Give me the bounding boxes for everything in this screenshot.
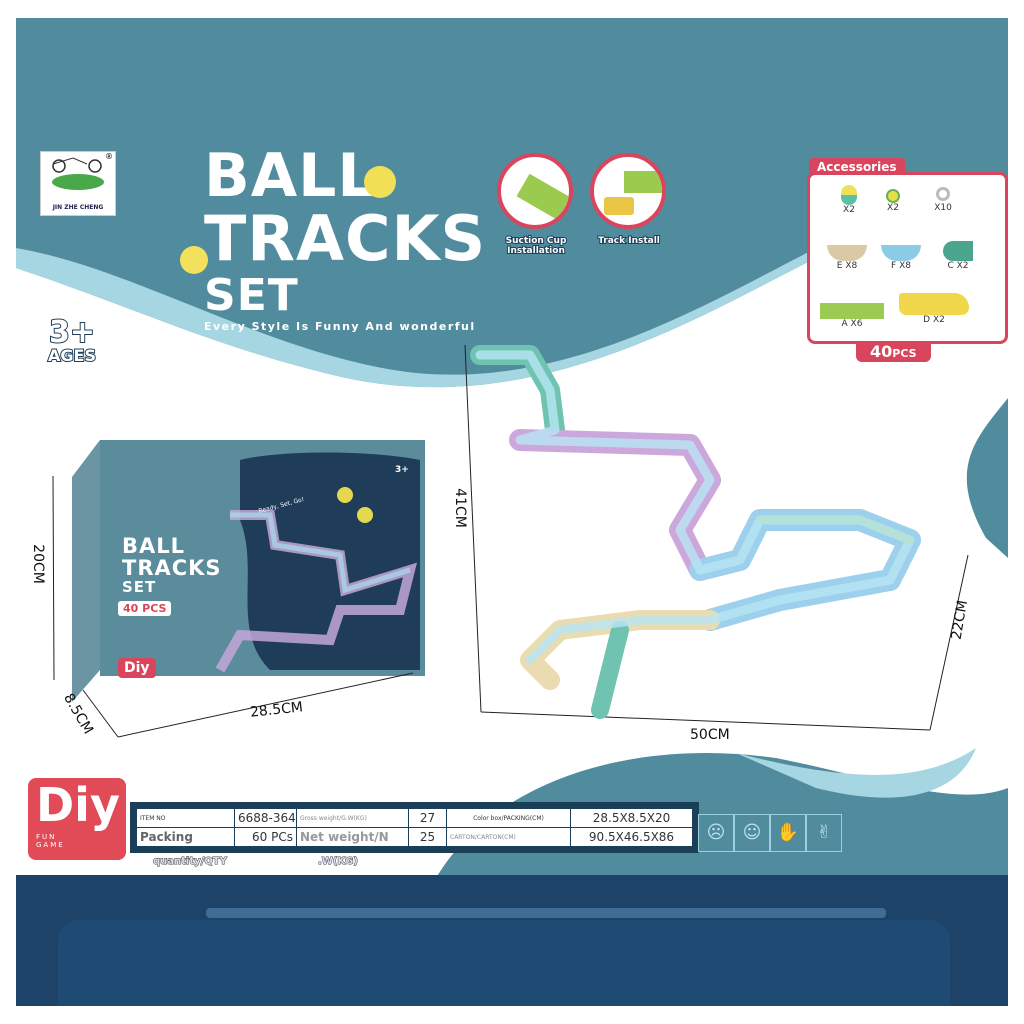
- no-bite-icon: ✋: [770, 814, 806, 852]
- brand-logo: ® JIN ZHE CHENG: [40, 151, 116, 216]
- accessories-total: 40PCS: [856, 341, 931, 362]
- box-title-set: SET: [122, 578, 157, 596]
- age-label: AGES: [47, 346, 97, 365]
- spec-row-2: Packing 60 PCs Net weight/N 25 CARTON/CA…: [136, 827, 693, 847]
- suction-cup-image: [497, 153, 573, 229]
- accessories-panel: X2 X2 X10 E X8 F X8 C X2 A X6 D X2: [807, 172, 1008, 344]
- title-tracks: TRACKS: [204, 202, 487, 275]
- registered-mark: ®: [105, 152, 113, 161]
- accessory-ball: X2: [878, 189, 908, 213]
- spec-overflow-qty: quantity/QTY: [153, 856, 228, 868]
- sleepy-ball-icon: [180, 246, 208, 274]
- box-ages: 3+: [395, 465, 409, 475]
- assembled-track-image: [470, 345, 921, 719]
- choking-icon: ☺: [734, 814, 770, 852]
- smiley-ball-icon: [364, 166, 396, 198]
- bottom-band: [16, 875, 1008, 1006]
- box-title-ball: BALL: [122, 534, 186, 558]
- track-install-image: [590, 153, 666, 229]
- hand-icon: ✌: [806, 814, 842, 852]
- accessory-suction-cup: X10: [928, 187, 958, 213]
- accessory-a-piece: A X6: [818, 303, 886, 329]
- brand-car-icon: [52, 157, 104, 190]
- spec-table: ITEM NO 6688-364 Gross weight/G.W(KG) 27…: [130, 802, 699, 853]
- accessory-f-piece: F X8: [878, 245, 924, 271]
- small-parts-icon: ☹: [698, 814, 734, 852]
- diy-text: Diy: [36, 778, 120, 832]
- accessory-e-piece: E X8: [824, 245, 870, 271]
- accessories-heading: Accessories: [809, 158, 905, 176]
- accessory-c-piece: C X2: [938, 241, 978, 271]
- box-title-tracks: TRACKS: [122, 556, 222, 580]
- tagline: Every Style Is Funny And wonderful: [204, 320, 476, 333]
- age-number: 3+: [48, 315, 96, 350]
- age-badge: 3+ AGES: [47, 315, 97, 365]
- spec-row-1: ITEM NO 6688-364 Gross weight/G.W(KG) 27…: [136, 808, 693, 828]
- track-install-label: Track Install: [597, 235, 661, 247]
- brand-name: JIN ZHE CHENG: [52, 204, 104, 211]
- box-pcs-badge: 40 PCS: [118, 601, 172, 616]
- product-box-image: [72, 440, 425, 702]
- accessory-egg-ball: X2: [834, 185, 864, 215]
- title-ball: BALL: [204, 141, 377, 211]
- accessory-d-piece: D X2: [896, 293, 972, 325]
- title-set: SET: [204, 270, 299, 321]
- box-height-label: 20CM: [29, 544, 46, 584]
- spec-overflow-weight: .W(KG): [318, 856, 359, 868]
- warning-icons: ☹ ☺ ✋ ✌: [698, 814, 842, 852]
- set-width-label: 50CM: [690, 727, 730, 743]
- box-diy-badge: Diy: [118, 658, 156, 678]
